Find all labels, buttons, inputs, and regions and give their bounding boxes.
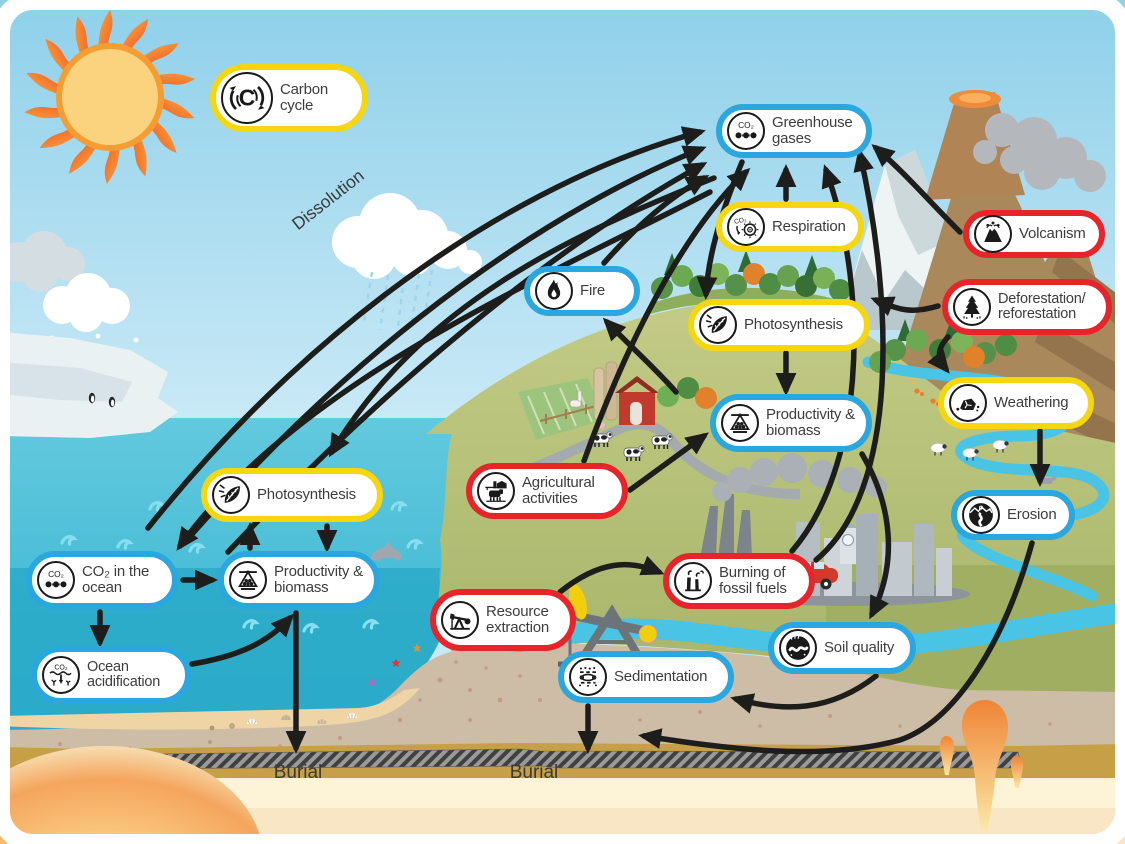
road [516,419,801,499]
mountain-river-icon [962,496,1000,534]
arrow-land-fire [602,317,679,395]
node-soil-quality: Soil quality [768,622,916,674]
arrow-soil-sedimentation [730,673,879,714]
leaf-icon [212,476,250,514]
node-label: Erosion [1007,506,1057,524]
node-label: Respiration [772,218,846,236]
node-respiration: Respiration [716,202,864,252]
mantle-plume [939,700,1024,830]
node-label: Burning of fossil fuels [719,564,787,597]
pine-tree-icon [953,288,991,326]
rock-icon [949,384,987,422]
leaf-icon [699,306,737,344]
scale-icon [721,404,759,442]
node-productivity-biomass-land: Productivity & biomass [710,394,872,452]
arrow-fire-ghg [601,175,710,266]
arrow-agriculture-productivity [627,432,709,493]
sediment-layers-icon [569,658,607,696]
node-label: Weathering [994,394,1069,412]
co2-molecule-icon [727,112,765,150]
node-sedimentation: Sedimentation [558,651,734,703]
arrow-dissolution-1 [328,175,717,458]
arrow-erosion-burial [638,540,1035,755]
node-label: Resource extraction [486,603,550,636]
arrow-volcanism-ghg [871,144,963,235]
node-co2-in-the-ocean: CO₂ in the ocean [26,551,178,609]
node-label: Sedimentation [614,668,708,686]
arrow-extraction-burning [557,555,665,595]
node-weathering: Weathering [938,377,1094,429]
node-label: Productivity & biomass [766,406,855,439]
factory-smoke [712,453,887,502]
node-label: Photosynthesis [257,486,356,504]
node-volcanism: Volcanism [963,210,1105,258]
node-label: CO₂ in the ocean [82,563,150,596]
node-label: Deforestation/ reforestation [998,290,1086,322]
node-fire: Fire [524,266,640,316]
burial-label-right: Burial [509,762,559,783]
arrow-productivity-soil [859,451,892,620]
arrow-burning-ghg-2 [813,148,886,563]
node-resource-extraction: Resource extraction [430,589,576,651]
smokestack-icon [674,562,712,600]
node-label: Photosynthesis [744,316,843,334]
arrow-deforestation-photosynthesis [870,296,941,317]
magma [0,746,262,844]
node-productivity-biomass-ocean: Productivity & biomass [218,551,380,609]
acidification-icon [42,656,80,694]
node-label: Ocean acidification [87,658,161,690]
respiration-icon [727,208,765,246]
pumpjack-icon [441,601,479,639]
rain [362,269,434,336]
barn-cow-icon [477,472,515,510]
arrow-acidification-productivity [189,613,295,667]
node-label: Productivity & biomass [274,563,363,596]
node-photosynthesis-land: Photosynthesis [688,299,870,351]
node-agricultural-activities: Agricultural activities [466,463,628,519]
volcano-smoke [973,113,1106,192]
node-label: Carbon cycle [280,81,328,114]
shells [209,712,358,731]
co2-molecule-icon [37,561,75,599]
volcano-icon [974,215,1012,253]
node-label: Volcanism [1019,225,1086,243]
node-burning-fossil-fuels: Burning of fossil fuels [663,553,815,609]
worm-icon [779,629,817,667]
farm [516,361,801,499]
arrow-ocean-to-ghg-1 [145,126,706,531]
node-label: Agricultural activities [522,474,595,507]
node-greenhouse-gases: Greenhouse gases [716,104,872,158]
node-erosion: Erosion [951,490,1075,540]
node-deforestation-reforestation: Deforestation/ reforestation [942,279,1112,335]
node-ocean-acidification: Ocean acidification [31,646,191,704]
carbon-cycle-icon [221,72,273,124]
flame-icon [535,272,573,310]
arrow-agriculture-ghg [581,167,751,464]
arrow-deforestation-weathering [927,334,951,374]
node-label: Greenhouse gases [772,114,853,147]
node-photosynthesis-ocean: Photosynthesis [201,468,383,522]
node-carbon-cycle: Carbon cycle [210,64,368,132]
glacier [0,332,178,438]
sun [24,10,196,184]
node-label: Fire [580,282,606,300]
scale-icon [229,561,267,599]
burial-label-left: Burial [273,762,323,783]
node-label: Soil quality [824,639,895,657]
